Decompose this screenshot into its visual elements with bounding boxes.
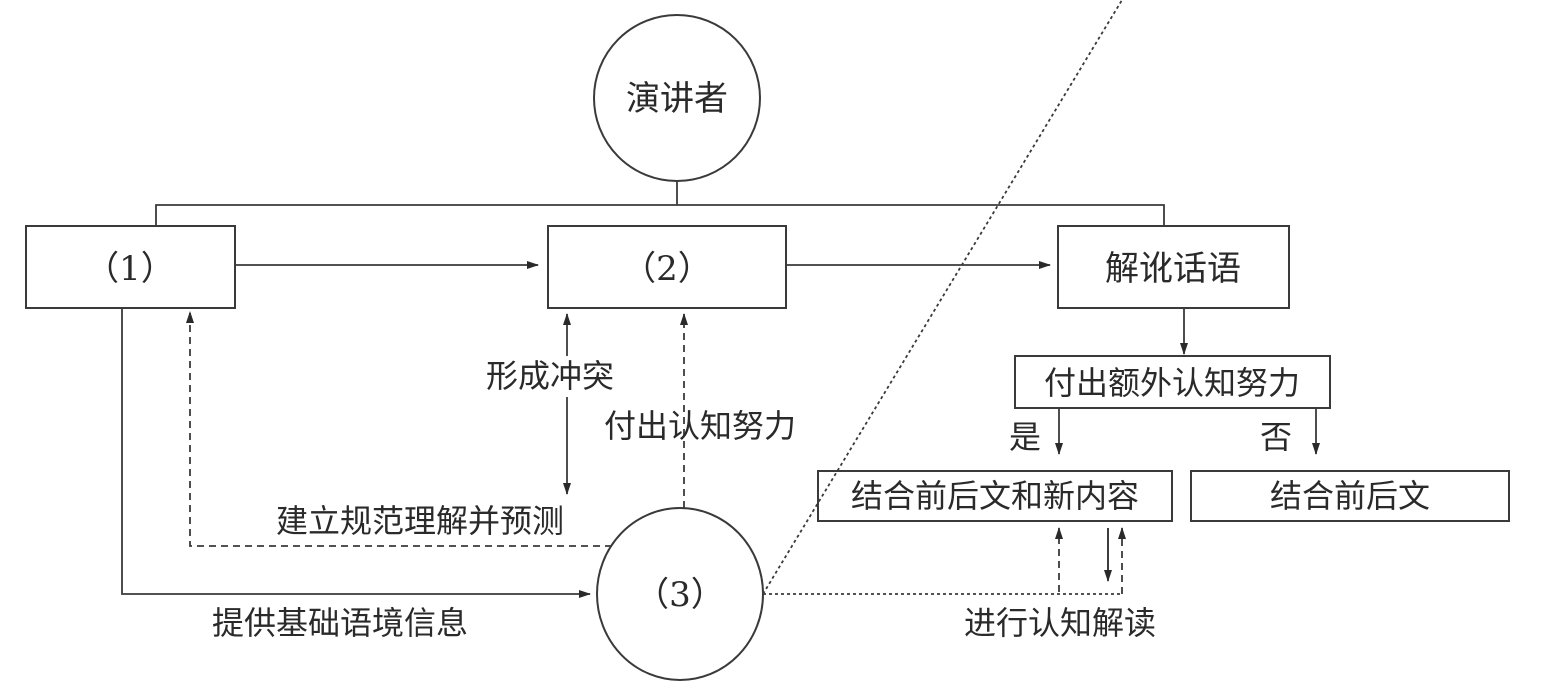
box-2 (547, 225, 787, 309)
extra-effort-box (1014, 355, 1331, 409)
box-1 (25, 225, 236, 309)
speaker-label: 演讲者 (626, 79, 728, 119)
combine-box (1190, 470, 1510, 522)
arrow-1-to-3 (121, 308, 591, 598)
no-label: 否 (1260, 418, 1292, 456)
box-1-label: （1） (85, 249, 175, 289)
combine-new-box (817, 470, 1173, 522)
decode-label: 解讹话语 (1105, 249, 1241, 289)
arrow-3-to-1 (186, 311, 612, 547)
node-3-label: （3） (635, 575, 725, 615)
build-label: 建立规范理解并预测 (276, 502, 564, 540)
speaker-bus-line (155, 204, 1165, 226)
effort-label: 付出认知努力 (604, 407, 796, 445)
combine-new-label: 结合前后文和新内容 (851, 477, 1139, 515)
extra-effort-label: 付出额外认知努力 (1044, 364, 1300, 402)
box-2-label: （2） (622, 249, 712, 289)
yes-label: 是 (1009, 418, 1041, 456)
combine-label: 结合前后文 (1270, 477, 1430, 515)
interpret-line (762, 0, 1123, 595)
interpret-label: 进行认知解读 (964, 604, 1156, 642)
decode-box (1057, 225, 1290, 309)
conflict-label: 形成冲突 (486, 357, 614, 395)
provide-label: 提供基础语境信息 (212, 604, 468, 642)
